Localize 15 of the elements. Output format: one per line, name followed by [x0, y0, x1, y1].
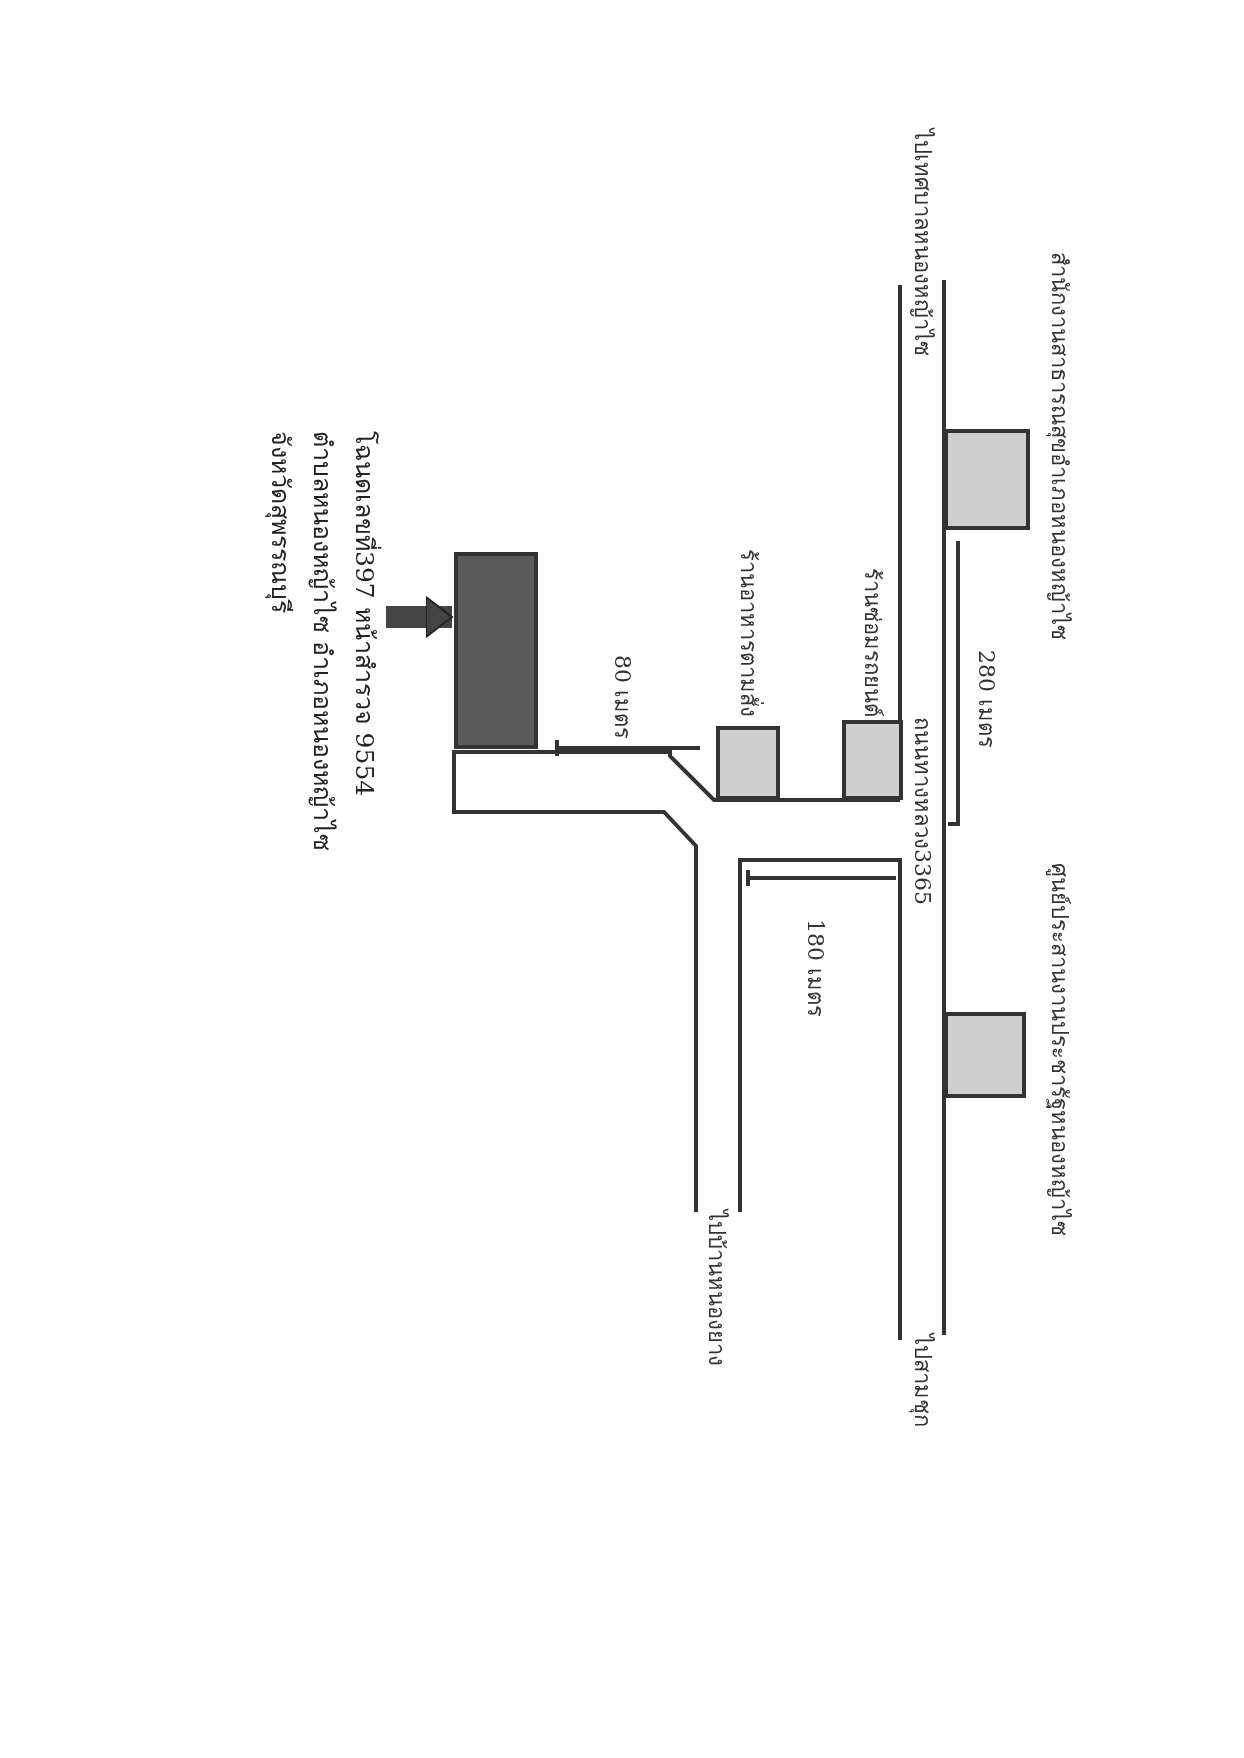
address-text: ตำบลหนองหญ้าไซ อำเภอหนองหญ้าไซ [307, 431, 338, 851]
building-label: ร้านซ่อมรถยนต์ [859, 568, 886, 717]
address-text: โฉนดเลขที่397 หน้าสำรวจ 9554 [344, 431, 384, 797]
road-label: ถนนทางหลวง3365 [909, 717, 936, 905]
road-label: ไปเทศบาลหนองหญ้าไซ [909, 129, 936, 356]
road-label: ไปสามชุก [908, 1334, 936, 1427]
arrow [386, 596, 453, 638]
building-label: สำนักงานสาธารณสุขอำเภอหนองหญ้าไซ [1045, 252, 1073, 640]
address-text: จังหวัดสุพรรณบุรี [264, 431, 296, 613]
distance-label: 80 เมตร [609, 655, 636, 739]
building-label: ร้านอาหารตามสั่ง [734, 549, 762, 717]
road-label: ไปบ้านหนองยาง [703, 1210, 730, 1366]
distance-label: 180 เมตร [802, 919, 829, 1017]
building-label: ศูนย์ประสานงานประชารัฐหนองหญ้าไซ [1045, 863, 1073, 1236]
distance-label: 280 เมตร [973, 650, 1000, 748]
